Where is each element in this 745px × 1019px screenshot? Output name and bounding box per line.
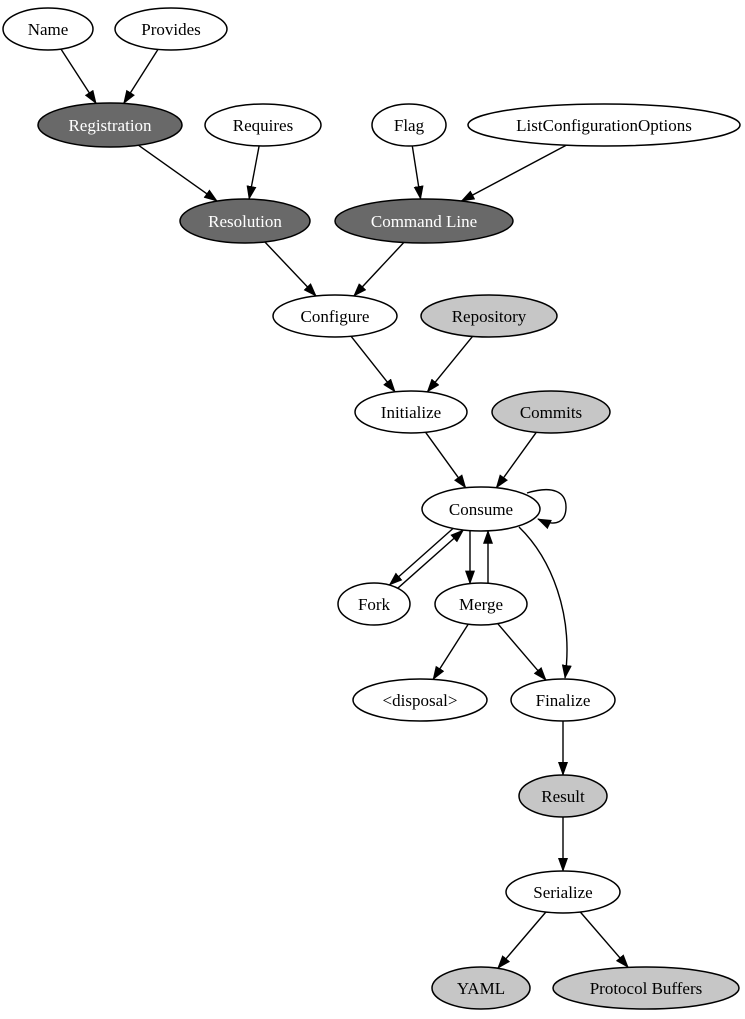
node-label-command_line: Command Line [371,212,477,231]
node-label-configure: Configure [301,307,370,326]
node-consume: Consume [421,486,541,532]
node-ellipse-configure [272,294,398,338]
node-label-fork: Fork [358,595,391,614]
edge-serialize-to-yaml [497,911,547,970]
node-ellipse-merge [434,582,528,626]
node-label-flag: Flag [394,116,425,135]
node-ellipse-listconfigurationoptions [467,103,741,147]
edge-listconfigurationoptions-to-command_line [460,144,567,202]
node-disposal: <disposal> [352,678,488,722]
edge-consume-to-fork [388,527,454,586]
node-flag: Flag [371,103,447,147]
node-ellipse-result [518,774,608,818]
node-ellipse-name [2,7,94,51]
node-label-requires: Requires [233,116,293,135]
node-repository: Repository [420,294,558,338]
edge-flag-to-command_line [411,145,424,200]
node-label-disposal: <disposal> [383,691,458,710]
edge-name-to-registration [60,48,97,105]
edge-requires-to-resolution [246,145,260,200]
edges-layer [60,48,629,970]
node-ellipse-command_line [334,198,514,244]
node-label-registration: Registration [68,116,152,135]
node-ellipse-fork [337,582,411,626]
node-label-resolution: Resolution [208,212,282,231]
node-yaml: YAML [431,966,531,1010]
node-label-serialize: Serialize [533,883,592,902]
node-ellipse-yaml [431,966,531,1010]
node-ellipse-flag [371,103,447,147]
edge-repository-to-initialize [426,335,474,393]
node-label-name: Name [28,20,69,39]
node-ellipse-requires [204,103,322,147]
node-ellipse-serialize [505,870,621,914]
node-commits: Commits [491,390,611,434]
node-ellipse-initialize [354,390,468,434]
node-label-result: Result [541,787,585,806]
node-label-protocol_buffers: Protocol Buffers [590,979,703,998]
edge-resolution-to-configure [264,241,317,297]
edge-provides-to-registration [123,49,159,105]
node-label-finalize: Finalize [536,691,591,710]
node-merge: Merge [434,582,528,626]
edge-configure-to-initialize [350,335,396,393]
node-ellipse-registration [37,102,183,148]
node-label-commits: Commits [520,403,582,422]
node-ellipse-consume [421,486,541,532]
node-provides: Provides [114,7,228,51]
edge-initialize-to-consume [425,431,467,489]
node-initialize: Initialize [354,390,468,434]
node-label-repository: Repository [452,307,527,326]
node-ellipse-commits [491,390,611,434]
node-label-initialize: Initialize [381,403,441,422]
node-ellipse-provides [114,7,228,51]
node-ellipse-resolution [179,198,311,244]
node-label-listconfigurationoptions: ListConfigurationOptions [516,116,692,135]
node-resolution: Resolution [179,198,311,244]
node-ellipse-finalize [510,678,616,722]
node-finalize: Finalize [510,678,616,722]
edge-command_line-to-configure [353,241,405,297]
node-label-yaml: YAML [457,979,505,998]
edge-fork-to-consume [397,529,465,589]
node-registration: Registration [37,102,183,148]
node-configure: Configure [272,294,398,338]
edge-registration-to-resolution [137,144,218,202]
node-label-consume: Consume [449,500,513,519]
edge-merge-to-finalize [497,623,547,681]
node-fork: Fork [337,582,411,626]
node-label-provides: Provides [141,20,201,39]
node-name: Name [2,7,94,51]
edge-consume-to-consume [526,489,567,530]
node-ellipse-disposal [352,678,488,722]
node-ellipse-repository [420,294,558,338]
edge-commits-to-consume [495,431,537,489]
node-ellipse-protocol_buffers [552,966,740,1010]
edge-consume-to-finalize [518,526,572,679]
node-serialize: Serialize [505,870,621,914]
node-label-merge: Merge [459,595,503,614]
node-requires: Requires [204,103,322,147]
node-protocol_buffers: Protocol Buffers [552,966,740,1010]
edge-merge-to-disposal [432,623,469,681]
edge-serialize-to-protocol_buffers [579,911,629,969]
node-command_line: Command Line [334,198,514,244]
node-result: Result [518,774,608,818]
node-listconfigurationoptions: ListConfigurationOptions [467,103,741,147]
